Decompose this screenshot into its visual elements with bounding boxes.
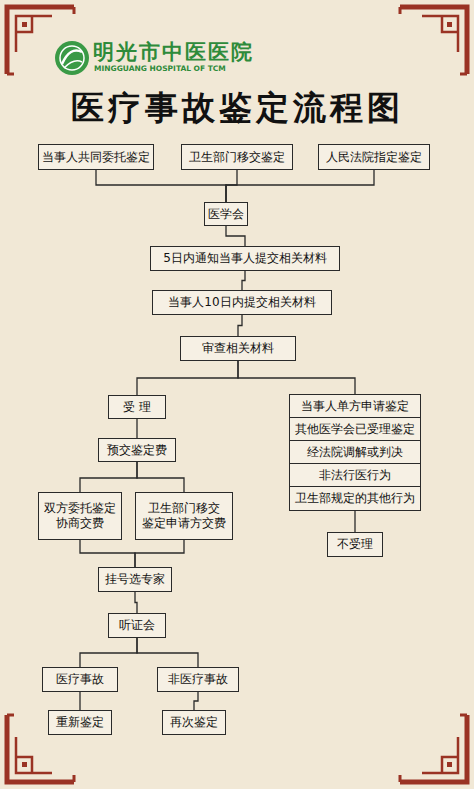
connector	[226, 170, 374, 202]
box-text: 人民法院指定鉴定	[326, 150, 422, 165]
process-box: 挂号选专家	[98, 567, 172, 592]
process-box: 预交鉴定费	[98, 438, 176, 462]
connector	[242, 271, 245, 290]
connector	[80, 462, 137, 492]
box-text: 当事人单方申请鉴定	[301, 399, 409, 414]
box-text: 听证会	[119, 618, 155, 633]
connector	[226, 170, 237, 202]
process-box: 卫生部门移交 鉴定申请方交费	[135, 492, 233, 540]
connector	[135, 592, 137, 613]
box-text: 卫生部门移交鉴定	[189, 150, 285, 165]
box-text: 医学会	[208, 207, 244, 222]
connector	[79, 692, 80, 710]
box-text: 当事人共同委托鉴定	[42, 150, 150, 165]
process-box: 其他医学会已受理鉴定	[289, 417, 421, 441]
box-text: 审查相关材料	[202, 341, 274, 356]
box-text: 非法行医行为	[319, 468, 391, 483]
box-text: 卫生部门移交 鉴定申请方交费	[139, 501, 229, 531]
process-box: 卫生部门移交鉴定	[181, 144, 293, 170]
connector	[136, 419, 137, 438]
process-box: 重新鉴定	[48, 710, 112, 735]
process-box: 受 理	[108, 395, 166, 419]
box-text: 非医疗事故	[168, 672, 228, 687]
connector	[238, 361, 355, 394]
box-text: 经法院调解或判决	[307, 445, 403, 460]
connector	[238, 315, 242, 336]
hospital-name: 明光市中医医院	[93, 38, 254, 66]
connector	[96, 170, 226, 202]
connector	[135, 540, 184, 567]
connector	[137, 361, 238, 395]
corner-ornament	[400, 715, 467, 782]
process-box: 经法院调解或判决	[289, 440, 421, 464]
box-text: 预交鉴定费	[107, 443, 167, 458]
box-text: 受 理	[123, 400, 151, 415]
box-text: 卫生部规定的其他行为	[295, 491, 415, 506]
hospital-name-english: MINGGUANG HOSPITAL OF TCM	[94, 64, 226, 73]
box-text: 重新鉴定	[56, 715, 104, 730]
process-box: 不受理	[327, 532, 383, 557]
process-box: 5日内通知当事人提交相关材料	[150, 246, 340, 271]
box-text: 当事人10日内提交相关材料	[168, 295, 315, 310]
hospital-logo	[55, 41, 89, 75]
process-box: 非医疗事故	[157, 667, 239, 692]
box-text: 医疗事故	[56, 672, 104, 687]
box-text: 5日内通知当事人提交相关材料	[163, 251, 327, 266]
process-box: 医疗事故	[42, 667, 118, 692]
corner-ornament	[400, 7, 467, 74]
box-text: 再次鉴定	[170, 715, 218, 730]
process-box: 再次鉴定	[162, 710, 226, 735]
process-box: 当事人共同委托鉴定	[38, 144, 154, 170]
connector	[80, 540, 135, 567]
connector	[194, 692, 198, 710]
connector	[137, 462, 184, 492]
diagram-title: 医疗事故鉴定流程图	[0, 86, 474, 131]
process-box: 人民法院指定鉴定	[318, 144, 430, 170]
process-box: 非法行医行为	[289, 463, 421, 487]
process-box: 卫生部规定的其他行为	[289, 486, 421, 511]
box-text: 其他医学会已受理鉴定	[295, 422, 415, 437]
process-box: 听证会	[108, 613, 166, 638]
process-box: 当事人10日内提交相关材料	[152, 290, 332, 315]
process-box: 当事人单方申请鉴定	[289, 394, 421, 418]
connector	[226, 226, 245, 246]
process-box: 双方委托鉴定 协商交费	[38, 492, 122, 540]
box-text: 不受理	[337, 537, 373, 552]
process-box: 审查相关材料	[180, 336, 296, 361]
connector	[80, 638, 137, 667]
box-text: 双方委托鉴定 协商交费	[42, 501, 118, 531]
connector	[137, 638, 198, 667]
process-box: 医学会	[204, 202, 248, 226]
box-text: 挂号选专家	[105, 572, 165, 587]
connector	[354, 511, 355, 532]
